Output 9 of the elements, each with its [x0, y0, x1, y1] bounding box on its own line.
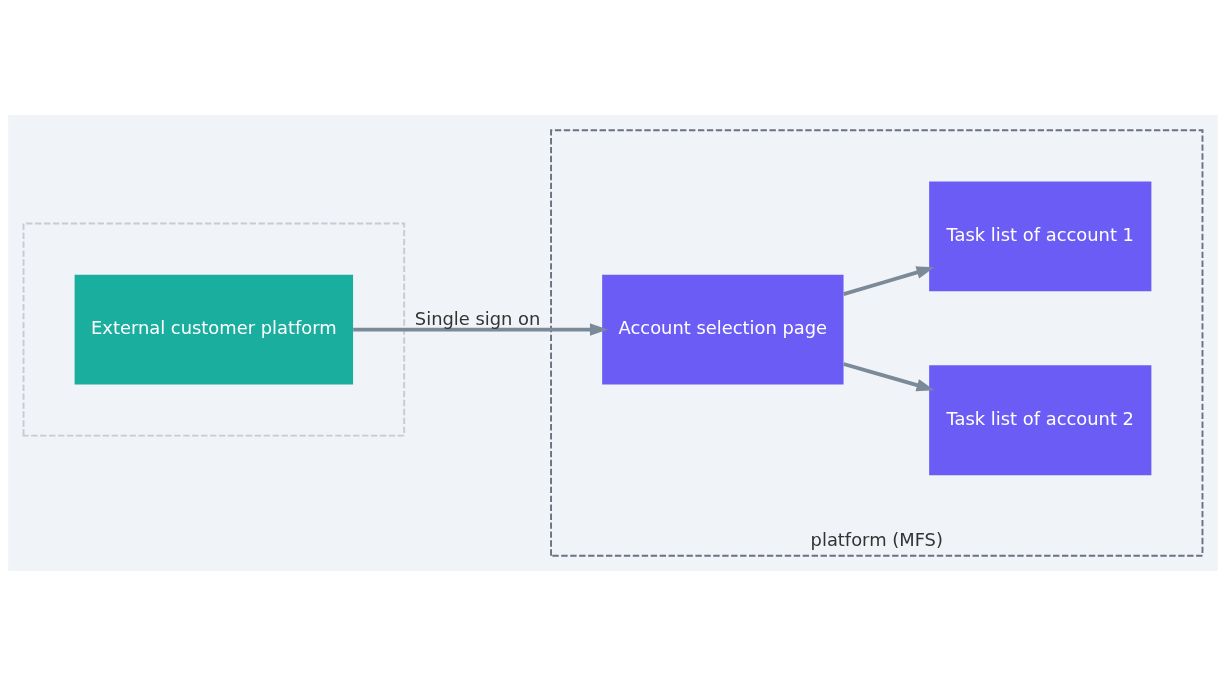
- node-box: Task list of account 1: [929, 181, 1152, 292]
- node-box: Account selection page: [602, 274, 844, 385]
- edge-label: Single sign on: [414, 307, 541, 329]
- node-box: Task list of account 2: [929, 365, 1152, 476]
- arrow: [843, 266, 935, 297]
- arrow: [353, 323, 608, 336]
- arrow: [843, 362, 935, 392]
- cluster: [22, 222, 406, 437]
- node-box: External customer platform: [74, 274, 354, 385]
